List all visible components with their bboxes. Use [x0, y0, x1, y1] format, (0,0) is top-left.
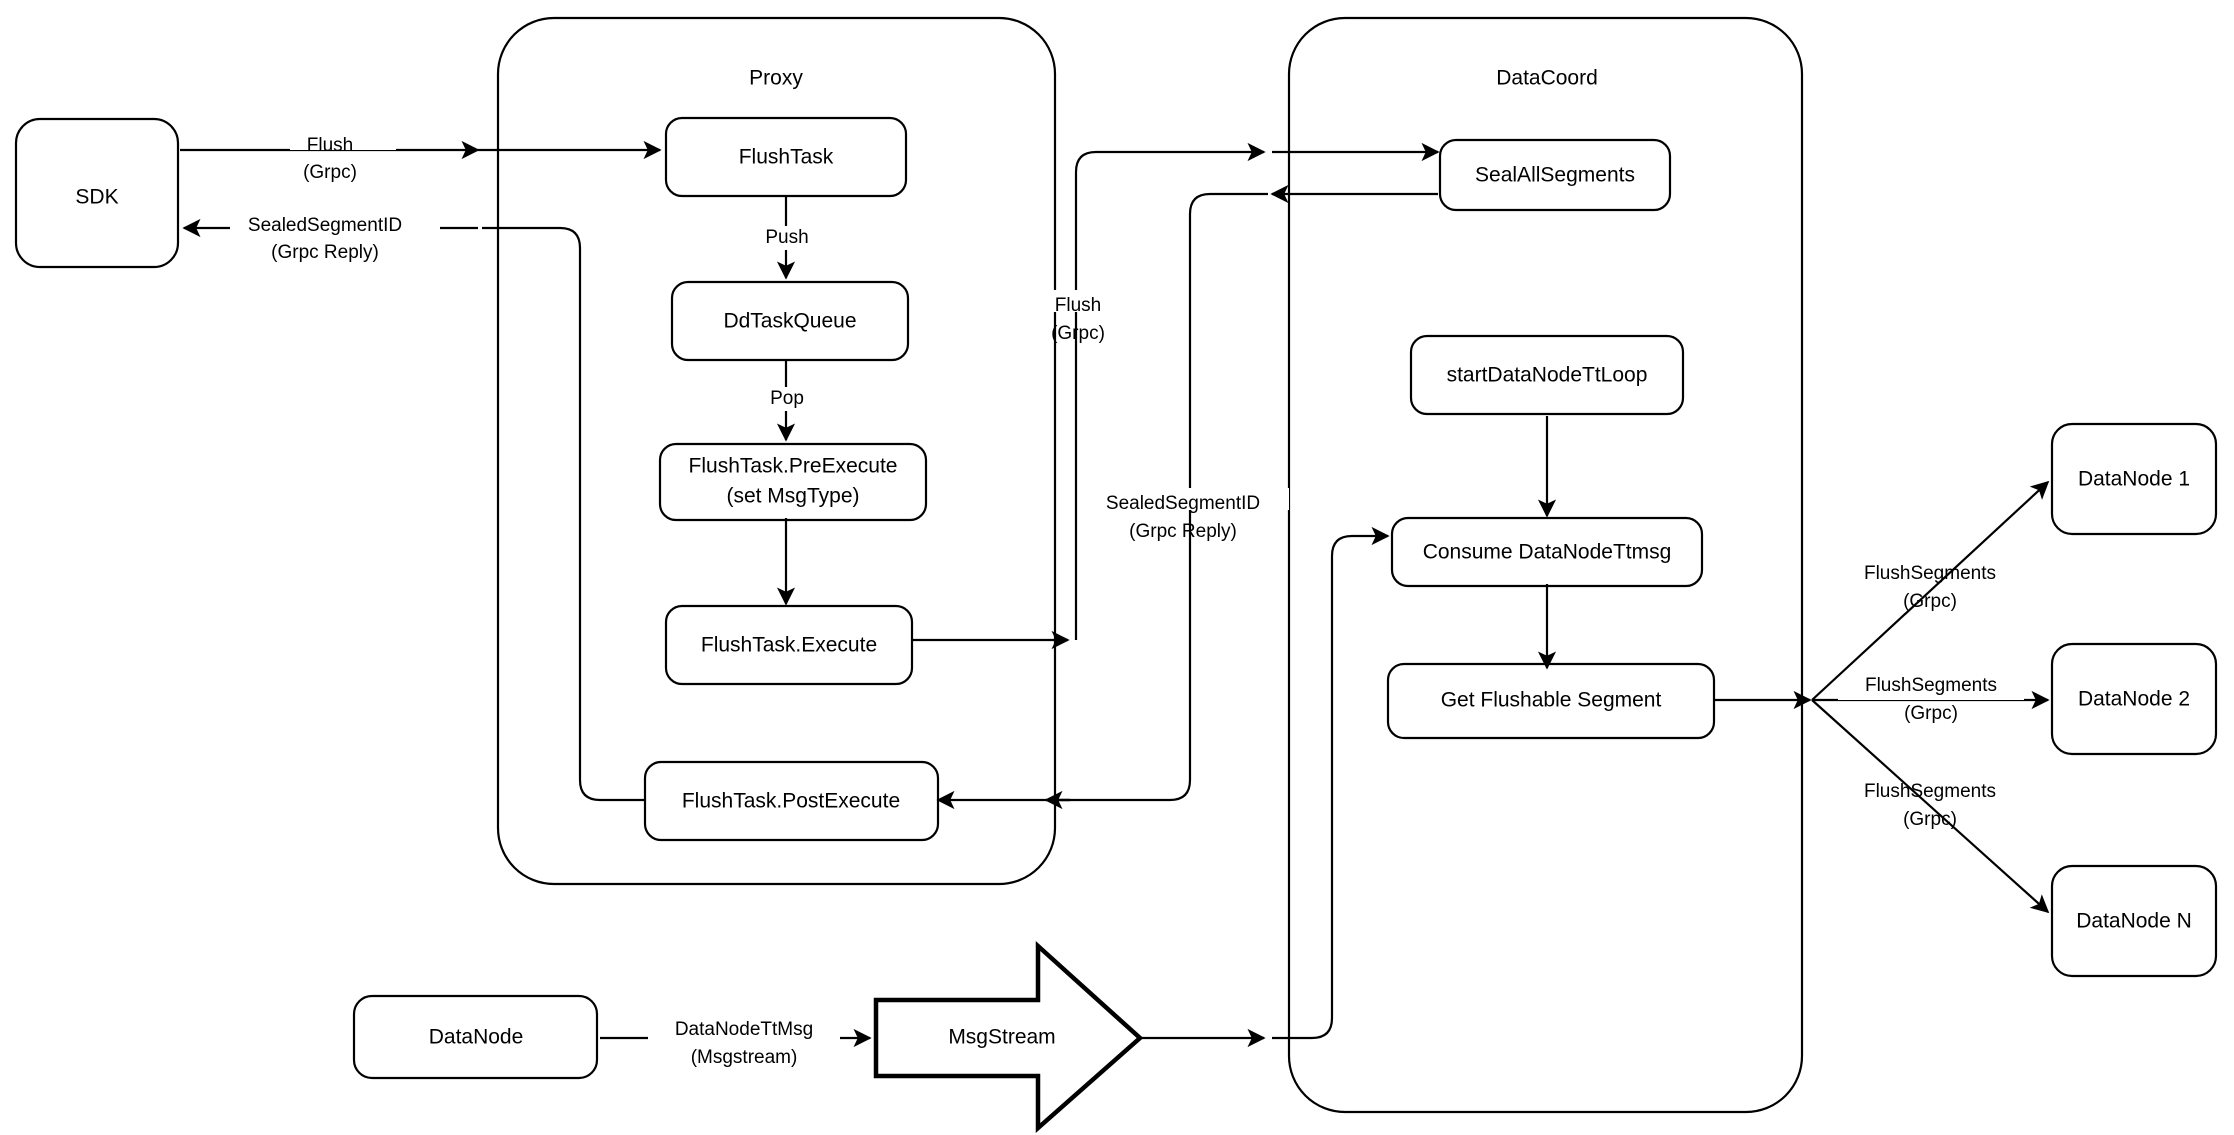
edge-label-pop: Pop — [770, 388, 804, 409]
edge-label-sdk-flush-line1: Flush — [307, 135, 353, 156]
group-proxy — [496, 16, 1057, 886]
edge-label-sdk-flush-line2: (Grpc) — [303, 162, 357, 183]
group-proxy-label: Proxy — [749, 67, 803, 90]
edge-label-flushsegments-1-line2: (Grpc) — [1903, 591, 1957, 612]
label-bg-flushsegments-2 — [1838, 678, 2024, 700]
edge-label-proxy-reply-line2: (Grpc Reply) — [1129, 521, 1237, 542]
node-flushtask-execute-label: FlushTask.Execute — [701, 634, 877, 657]
node-msgstream-label: MsgStream — [948, 1026, 1055, 1049]
label-bg-pop — [756, 387, 818, 411]
node-consume-datanode-ttmsg-label: Consume DataNodeTtmsg — [1423, 541, 1672, 564]
node-flushtask-postexecute-label: FlushTask.PostExecute — [682, 790, 900, 813]
node-flush-task[interactable] — [664, 116, 908, 198]
node-get-flushable-segment-label: Get Flushable Segment — [1441, 689, 1662, 712]
edge-label-proxy-reply-line1: SealedSegmentID — [1106, 493, 1260, 514]
node-dd-task-queue-label: DdTaskQueue — [723, 310, 856, 333]
edge-label-flushsegments-n-line2: (Grpc) — [1903, 809, 1957, 830]
edge-label-datanode-ttmsg-line1: DataNodeTtMsg — [675, 1019, 813, 1040]
node-flushtask-execute[interactable] — [664, 604, 914, 686]
label-bg-datanode-ttmsg — [648, 1022, 840, 1044]
edge-label-push: Push — [765, 227, 808, 248]
node-sdk-label: SDK — [75, 186, 118, 209]
edge-label-proxy-flush-line2: (Grpc) — [1051, 323, 1105, 344]
edge-datacoord-internal-ttmsg-riser — [1272, 526, 1390, 1040]
node-flushtask-preexecute-label-line1: FlushTask.PreExecute — [689, 455, 898, 478]
node-start-datanode-tt-loop[interactable] — [1409, 334, 1685, 416]
node-msgstream-arrow-shape[interactable] — [873, 940, 1144, 1133]
node-datanode-n[interactable] — [2050, 864, 2218, 978]
node-seal-all-segments-label: SealAllSegments — [1475, 164, 1635, 187]
label-bg-sdk-reply — [230, 208, 440, 230]
node-flushtask-preexecute-label-line2: (set MsgType) — [726, 485, 859, 508]
edge-label-sdk-reply-line1: SealedSegmentID — [248, 215, 402, 236]
label-bg-proxy-reply — [1093, 488, 1289, 510]
node-seal-all-segments[interactable] — [1438, 138, 1672, 212]
node-flushtask-postexecute[interactable] — [643, 760, 940, 842]
node-datanode-source-label: DataNode — [429, 1026, 524, 1049]
edge-label-flushsegments-2-line2: (Grpc) — [1904, 703, 1958, 724]
edge-hub-to-datanoden — [1811, 699, 2050, 914]
edge-label-datanode-ttmsg-line2: (Msgstream) — [691, 1047, 798, 1068]
node-sdk[interactable] — [14, 117, 180, 269]
edge-label-flushsegments-n-line1: FlushSegments — [1864, 781, 1996, 802]
node-get-flushable-segment[interactable] — [1386, 662, 1716, 740]
edge-label-flushsegments-2-line1: FlushSegments — [1865, 675, 1997, 696]
label-bg-sdk-flush — [290, 128, 396, 150]
label-bg-push — [752, 226, 822, 250]
node-consume-datanode-ttmsg[interactable] — [1390, 516, 1704, 588]
group-datacoord-label: DataCoord — [1496, 67, 1598, 90]
edge-label-flushsegments-1-line1: FlushSegments — [1864, 563, 1996, 584]
node-dd-task-queue[interactable] — [670, 280, 910, 362]
node-datanode-n-label: DataNode N — [2076, 910, 2192, 933]
node-datanode-1[interactable] — [2050, 422, 2218, 536]
edge-label-sdk-reply-line2: (Grpc Reply) — [271, 242, 379, 263]
node-flushtask-preexecute[interactable] — [658, 442, 928, 522]
edge-hub-to-datanode1 — [1811, 480, 2050, 701]
edge-flush-grpc-channel — [1074, 142, 1266, 640]
label-bg-proxy-flush — [1030, 290, 1126, 312]
node-datanode-2[interactable] — [2050, 642, 2218, 756]
node-start-datanode-tt-loop-label: startDataNodeTtLoop — [1447, 364, 1648, 387]
node-flush-task-label: FlushTask — [739, 146, 834, 169]
edge-label-proxy-flush-line1: Flush — [1055, 295, 1101, 316]
node-datanode-source[interactable] — [352, 994, 599, 1080]
edge-postexecute-to-sdk-channel — [482, 226, 645, 802]
group-datacoord — [1287, 16, 1804, 1114]
node-datanode-2-label: DataNode 2 — [2078, 688, 2190, 711]
node-datanode-1-label: DataNode 1 — [2078, 468, 2190, 491]
